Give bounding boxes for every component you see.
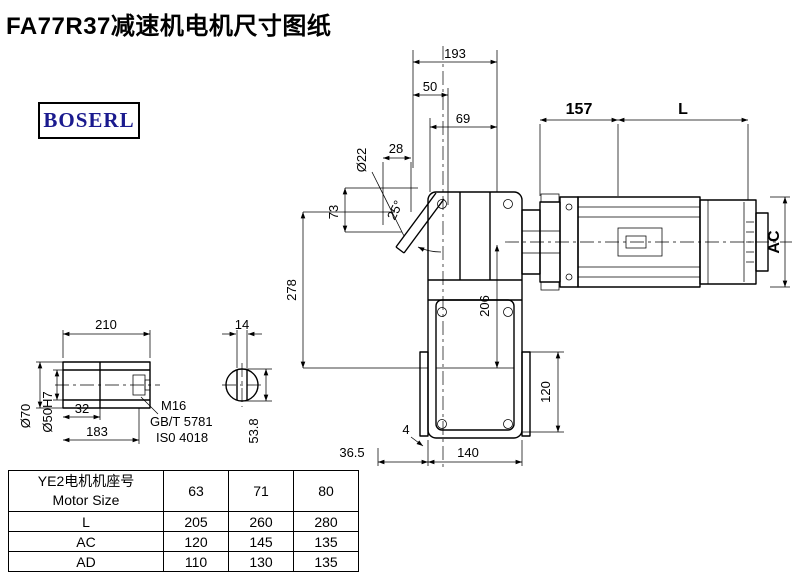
L-80: 280: [293, 511, 359, 532]
brand-logo-text: BOSERL: [43, 108, 135, 132]
AD-63: 110: [163, 551, 229, 572]
brand-logo: BOSERL: [38, 102, 140, 139]
AD-71: 130: [228, 551, 294, 572]
dim-69: 69: [456, 111, 470, 126]
gearbox-outline: [395, 191, 531, 439]
L-71: 260: [228, 511, 294, 532]
row-label-L: L: [8, 511, 164, 532]
dimension-labels: 193 50 69 28 Ø22 73 25° 278 157 L AC 206…: [284, 46, 783, 460]
dim-L: L: [678, 101, 688, 118]
dim-25deg: 25°: [384, 198, 406, 222]
dim-210: 210: [95, 317, 117, 332]
label-std-gb: GB/T 5781: [150, 414, 213, 429]
dim-dia70: Ø70: [18, 404, 33, 429]
table-row-AC: AC 120 145 135: [8, 531, 359, 552]
dim-206: 206: [477, 295, 492, 317]
size-63: 63: [163, 470, 229, 512]
table-header-cell: YE2电机机座号 Motor Size: [8, 470, 164, 512]
dim-73: 73: [326, 205, 341, 219]
dim-183: 183: [86, 424, 108, 439]
dim-32: 32: [75, 401, 89, 416]
dim-4: 4: [402, 422, 409, 437]
table-row-L: L 205 260 280: [8, 511, 359, 532]
table-header-row: YE2电机机座号 Motor Size 63 71 80: [8, 470, 359, 512]
AC-80: 135: [293, 531, 359, 552]
dim-14: 14: [235, 317, 249, 332]
dimension-lines: [300, 59, 788, 465]
table-header-en: Motor Size: [52, 492, 120, 508]
row-label-AD: AD: [8, 551, 164, 572]
dim-AC: AC: [766, 230, 783, 254]
table-header-cn: YE2电机机座号: [37, 473, 135, 489]
size-71: 71: [228, 470, 294, 512]
dim-157: 157: [566, 101, 593, 118]
dim-50: 50: [423, 79, 437, 94]
AD-80: 135: [293, 551, 359, 572]
motor-outline: [521, 193, 769, 291]
size-80: 80: [293, 470, 359, 512]
dim-140: 140: [457, 445, 479, 460]
L-63: 205: [163, 511, 229, 532]
dim-120: 120: [538, 381, 553, 403]
dim-278: 278: [284, 279, 299, 301]
dim-36-5: 36.5: [339, 445, 364, 460]
dim-dia50h7: Ø50H7: [40, 391, 55, 432]
dim-193: 193: [444, 46, 466, 61]
page-title: FA77R37减速机电机尺寸图纸: [6, 13, 332, 40]
row-label-AC: AC: [8, 531, 164, 552]
dim-dia22: Ø22: [354, 148, 369, 173]
table-row-AD: AD 110 130 135: [8, 551, 359, 572]
label-thread-m16: M16: [161, 398, 186, 413]
label-std-iso: IS0 4018: [156, 430, 208, 445]
shaft-detail-outline: [62, 361, 259, 415]
AC-71: 145: [228, 531, 294, 552]
shaft-detail-labels: 210 14 Ø70 Ø50H7 32 183 M16 GB/T 5781 IS…: [18, 317, 261, 445]
extension-lines: [303, 50, 790, 466]
AC-63: 120: [163, 531, 229, 552]
motor-size-table: YE2电机机座号 Motor Size 63 71 80 L 205 260 2…: [8, 470, 359, 572]
shaft-detail-dimensions: [36, 330, 272, 444]
dim-28: 28: [389, 141, 403, 156]
dim-53-8: 53.8: [246, 418, 261, 443]
centerlines: [55, 46, 792, 468]
